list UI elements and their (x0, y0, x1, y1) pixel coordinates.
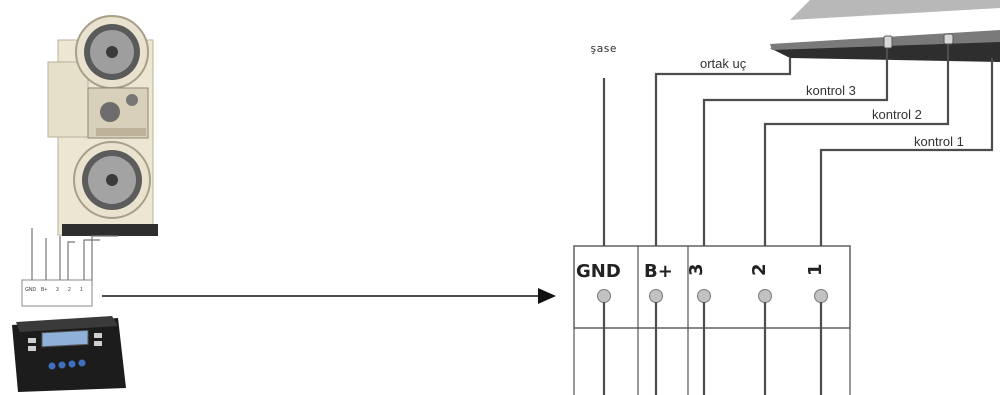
terminal-screw (697, 289, 711, 303)
wire-label-control1: kontrol 1 (914, 134, 964, 149)
small-terminal-label: B+ (41, 287, 47, 293)
wire-control3 (702, 48, 889, 294)
wire-common (654, 58, 792, 294)
terminal-screw (758, 289, 772, 303)
terminal-block: GND B+ 3 2 1 (573, 245, 851, 395)
terminal-label-1: 1 (805, 263, 826, 276)
arrow-right-icon (102, 288, 556, 304)
wire-control1 (819, 58, 994, 294)
wire-label-common: ortak uç (700, 56, 747, 71)
small-terminal-label: 1 (80, 287, 83, 293)
device-panel (770, 0, 1000, 62)
terminal-label-3: 3 (686, 263, 707, 276)
terminal-label-bplus: B+ (644, 261, 673, 282)
wire-label-chassis: şase (590, 42, 617, 55)
small-terminal-block: GND B+ 3 2 1 (21, 279, 93, 307)
wires (602, 44, 994, 294)
small-terminal-label: GND (25, 287, 37, 293)
wire-label-control3: kontrol 3 (806, 83, 856, 98)
industrial-machine-icon (47, 15, 158, 236)
terminal-screw (649, 289, 663, 303)
terminal-screw (814, 289, 828, 303)
terminal-label-gnd: GND (576, 261, 621, 282)
small-terminal-label: 2 (68, 287, 71, 293)
controller-device-icon (12, 316, 126, 392)
wire-control2 (763, 44, 950, 294)
machine-wires (31, 228, 118, 286)
wire-label-control2: kontrol 2 (872, 107, 922, 122)
small-terminal-label: 3 (56, 287, 59, 293)
terminal-label-2: 2 (749, 263, 770, 276)
terminal-screw (597, 289, 611, 303)
